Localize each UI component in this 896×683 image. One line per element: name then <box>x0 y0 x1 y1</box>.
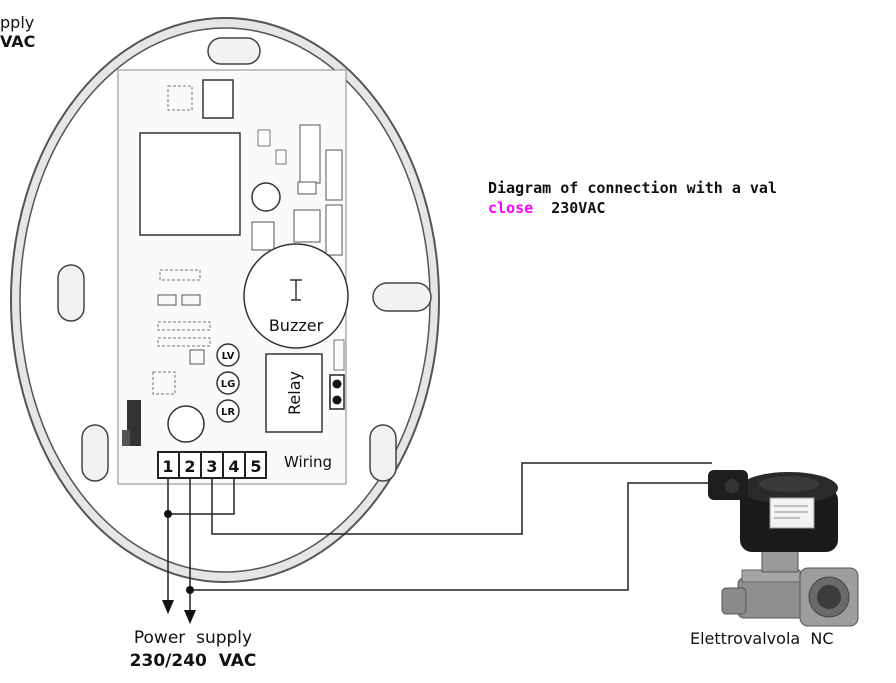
power-supply-label: Power supply 230/240 VAC <box>114 627 272 673</box>
mounting-slots <box>57 37 432 482</box>
slot-bottom-left <box>81 424 109 482</box>
terminal-2: 2 <box>184 457 195 476</box>
slot-bottom-right <box>369 424 397 482</box>
junction-dot-2 <box>186 586 194 594</box>
diagram-title-line2: close 230VAC <box>488 198 777 218</box>
led-indicators: LV LG LR <box>216 343 240 423</box>
top-left-line1: pply <box>0 13 35 32</box>
slot-top <box>207 37 261 65</box>
power-supply-line1: Power supply <box>133 628 253 648</box>
terminal-4: 4 <box>228 457 239 476</box>
led-lv: LV <box>222 351 235 362</box>
close-word: close <box>488 199 534 217</box>
terminal-block: 1 2 3 4 5 <box>157 451 267 479</box>
wire-valve-bottom <box>190 482 712 591</box>
solenoid-valve-image <box>708 470 859 627</box>
terminal-1: 1 <box>162 457 173 476</box>
diagram-title-line1: Diagram of connection with a val <box>488 179 777 197</box>
led-lg: LG <box>221 379 236 390</box>
wiring-label: Wiring <box>284 453 332 471</box>
terminal-5: 5 <box>250 457 261 476</box>
junction-dot-1 <box>164 510 172 518</box>
relay-label: Relay <box>285 371 304 415</box>
diagram-title: Diagram of connection with a val close 2… <box>488 178 777 218</box>
arrow-down-2-icon <box>184 610 196 624</box>
voltage-label: 230VAC <box>551 199 606 217</box>
relay: Relay <box>265 353 323 433</box>
terminal-3: 3 <box>206 457 217 476</box>
top-left-label: pply VAC <box>0 13 35 51</box>
wire-terminal-3 <box>211 462 712 535</box>
top-left-line2: VAC <box>0 32 36 51</box>
valve-label: Elettrovalvola NC <box>690 629 834 648</box>
buzzer-label: Buzzer <box>269 316 324 335</box>
power-supply-line2: 230/240 VAC <box>129 651 257 671</box>
buzzer: Buzzer <box>243 243 349 349</box>
led-lr: LR <box>221 407 235 418</box>
slot-left <box>57 264 85 322</box>
arrow-down-1-icon <box>162 600 174 614</box>
slot-right <box>372 282 432 312</box>
